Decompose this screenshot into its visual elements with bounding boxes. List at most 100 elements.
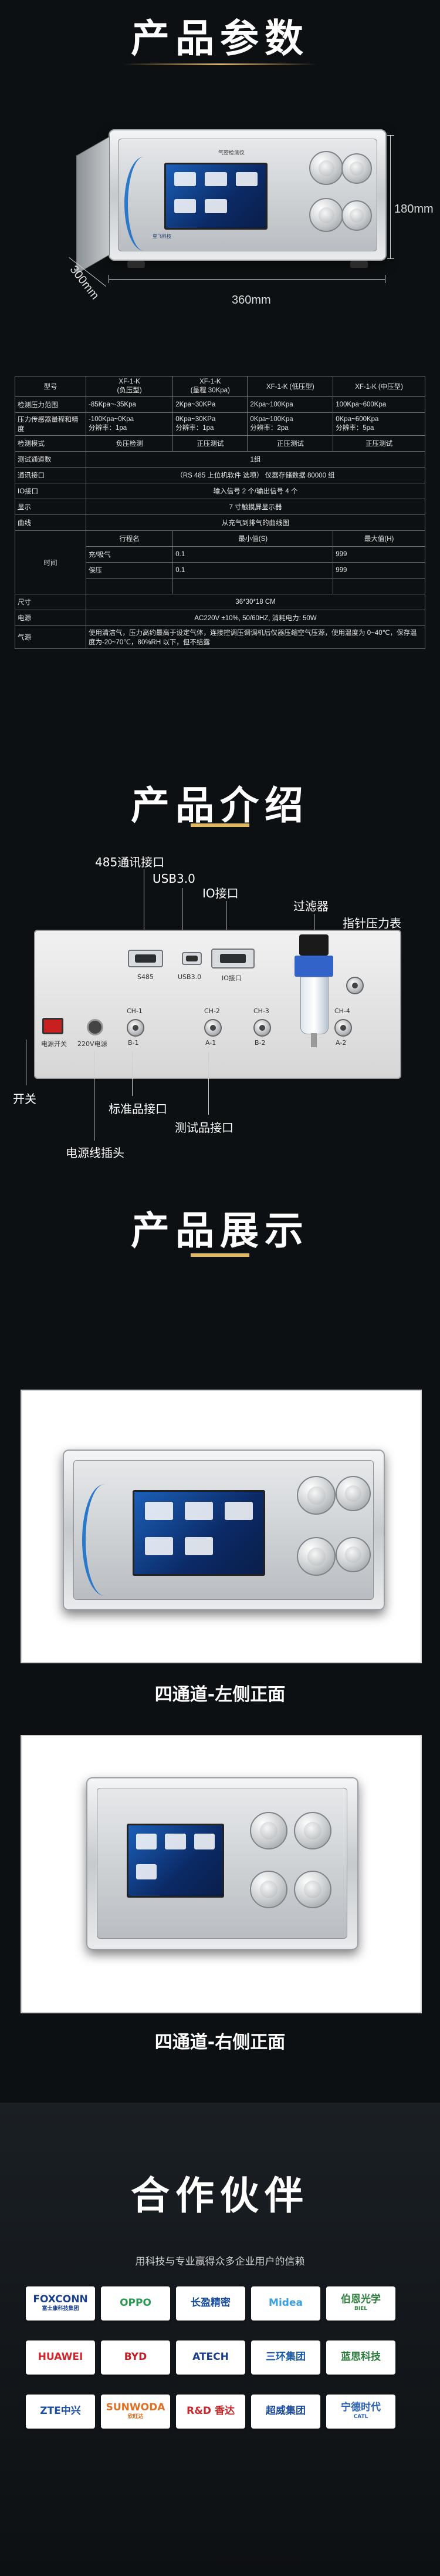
table-cell: 0.1: [172, 546, 334, 563]
table-cell: 1组: [86, 451, 425, 468]
table-cell: 0Kpa~30KPa 分辨率：1pa: [172, 412, 248, 436]
label-switch: 电源开关: [41, 1040, 67, 1048]
power-switch-icon: [42, 1018, 63, 1034]
partners-bg: [0, 2103, 440, 2576]
table-cell: 正压测试: [333, 435, 425, 452]
dim-width: 360mm: [232, 294, 271, 307]
partner-name: R&D 香达: [187, 2405, 235, 2417]
table-cell: [85, 578, 174, 594]
table-cell: 正压测试: [247, 435, 334, 452]
table-row: 测试通道数 1组: [15, 451, 425, 468]
device-image-left: [63, 1450, 385, 1610]
partner-logo: R&D 香达: [176, 2395, 245, 2429]
partner-subname: 富士康科技集团: [42, 2306, 79, 2312]
rs485-port: [128, 950, 163, 967]
table-row: 保压 0.1 999: [15, 562, 425, 579]
table-cell: 36*30*18 CM: [86, 594, 425, 610]
title-underline: [191, 823, 249, 827]
io-port: [211, 949, 255, 968]
table-cell: 从充气到排气的曲线图: [86, 514, 425, 531]
table-row: 显示 7 寸触摸屏显示器: [15, 499, 425, 515]
partner-name: HUAWEI: [38, 2351, 83, 2363]
dim-height: 180mm: [394, 203, 434, 216]
table-row: 曲线 从充气到排气的曲线图: [15, 514, 425, 531]
partner-name: 蓝思科技: [341, 2351, 381, 2363]
partner-subname: CATL: [353, 2414, 368, 2420]
power-plug-icon: [87, 1019, 103, 1035]
row-label: 气源: [15, 625, 86, 649]
callout-gauge: 指针压力表: [343, 916, 401, 930]
callout-usb: USB3.0: [153, 872, 195, 886]
partner-logo: OPPO: [101, 2286, 170, 2321]
callout-rs485: 485通讯接口: [95, 855, 165, 869]
row-label: 测试通道数: [15, 451, 86, 468]
table-row: 检测模式 负压检测 正压测试 正压测试 正压测试: [15, 435, 425, 452]
label-b2: B-2: [255, 1039, 266, 1047]
callout-standard: 标准品接口: [109, 1102, 167, 1116]
partner-name: 伯恩光学: [341, 2293, 381, 2306]
section-params: 产品参数 星飞科技 气密检测仪 180mm 360mm: [0, 0, 440, 769]
row-label: 型号: [15, 376, 86, 397]
callout-switch: 开关: [13, 1092, 36, 1106]
row-label: 时间: [15, 530, 86, 594]
table-row: IO接口 输入信号 2 个/输出信号 4 个: [15, 483, 425, 499]
table-row: 型号 XF-1-K (负压型) XF-1-K (量程 30Kpa) XF-1-K…: [15, 376, 425, 397]
partner-name: ZTE中兴: [40, 2405, 81, 2417]
showcase-photo-left: [21, 1390, 422, 1663]
filter-icon: [293, 934, 334, 1052]
callout-filter: 过滤器: [293, 899, 329, 913]
section-title-params: 产品参数: [131, 16, 309, 61]
title-underline: [123, 63, 317, 65]
label-io: IO接口: [222, 974, 242, 982]
table-row: 气源 使用清洁气，压力高约最高于设定气体，连接控调压调调机后仪器压缩空气压源，使…: [15, 625, 425, 649]
table-cell: （RS 485 上位机软件 选项） 仪器存储数据 80000 组: [86, 467, 425, 483]
table-cell: 0Kpa~600Kpa 分辨率：5pa: [333, 412, 425, 436]
gauge-fitting: [346, 977, 364, 994]
row-label: 压力传感器量程和精度: [15, 412, 86, 436]
callout-io: IO接口: [202, 886, 239, 900]
partner-name: SUNWODA: [106, 2402, 165, 2414]
table-cell: 2Kpa~100Kpa: [247, 396, 334, 413]
table-cell: 输入信号 2 个/输出信号 4 个: [86, 483, 425, 499]
usb-port: [182, 952, 202, 965]
table-cell: 0.1: [172, 562, 334, 579]
label-b1: B-1: [128, 1039, 139, 1047]
table-cell: [172, 578, 334, 594]
partner-name: FOXCONN: [33, 2293, 88, 2306]
partner-logo: HUAWEI: [26, 2340, 95, 2375]
device-brand: 星飞科技: [153, 234, 171, 239]
table-cell: 100Kpa~600Kpa: [333, 396, 425, 413]
device-image-top: 星飞科技 气密检测仪: [109, 129, 387, 268]
table-header-cell: 最大值(H): [333, 530, 425, 547]
partner-name: Midea: [269, 2297, 303, 2309]
row-label: 检测压力范围: [15, 396, 86, 413]
label-ch4: CH-4: [334, 1007, 350, 1015]
table-row: 检测压力范围 -85Kpa~-35Kpa 2Kpa~30KPa 2Kpa~100…: [15, 396, 425, 413]
table-cell: -85Kpa~-35Kpa: [85, 396, 174, 413]
partner-subname: 欣旺达: [127, 2414, 144, 2420]
row-label: IO接口: [15, 483, 86, 499]
label-ch1: CH-1: [127, 1007, 143, 1015]
device-side-panel: [76, 136, 110, 274]
partner-logo: Midea: [251, 2286, 320, 2321]
row-label: 通讯接口: [15, 467, 86, 483]
table-header-cell: 行程名: [85, 530, 174, 547]
showcase-caption-left: 四通道-左侧正面: [154, 1684, 286, 1705]
section-title-showcase: 产品展示: [131, 1208, 309, 1253]
table-cell: 使用清洁气，压力高约最高于设定气体，连接控调压调调机后仪器压缩空气压源，使用温度…: [86, 625, 425, 649]
table-row: 尺寸 36*30*18 CM: [15, 594, 425, 610]
table-row: 时间 行程名 最小值(S) 最大值(H): [15, 530, 425, 594]
table-row: 压力传感器量程和精度 -100Kpa~0Kpa 分辨率：1pa 0Kpa~30K…: [15, 412, 425, 436]
section-title-intro: 产品介绍: [131, 783, 309, 828]
partner-logo: 长盈精密: [176, 2286, 245, 2321]
partner-logo: ATECH: [176, 2340, 245, 2375]
partners-subtitle: 用科技与专业赢得众多企业用户的信赖: [135, 2256, 305, 2268]
partner-name: 超威集团: [266, 2405, 306, 2417]
row-label: 检测模式: [15, 435, 86, 452]
table-row: 电源 AC220V ±10%, 50/60HZ, 消耗电力: 50W: [15, 610, 425, 626]
partner-subname: BIEL: [354, 2306, 368, 2312]
